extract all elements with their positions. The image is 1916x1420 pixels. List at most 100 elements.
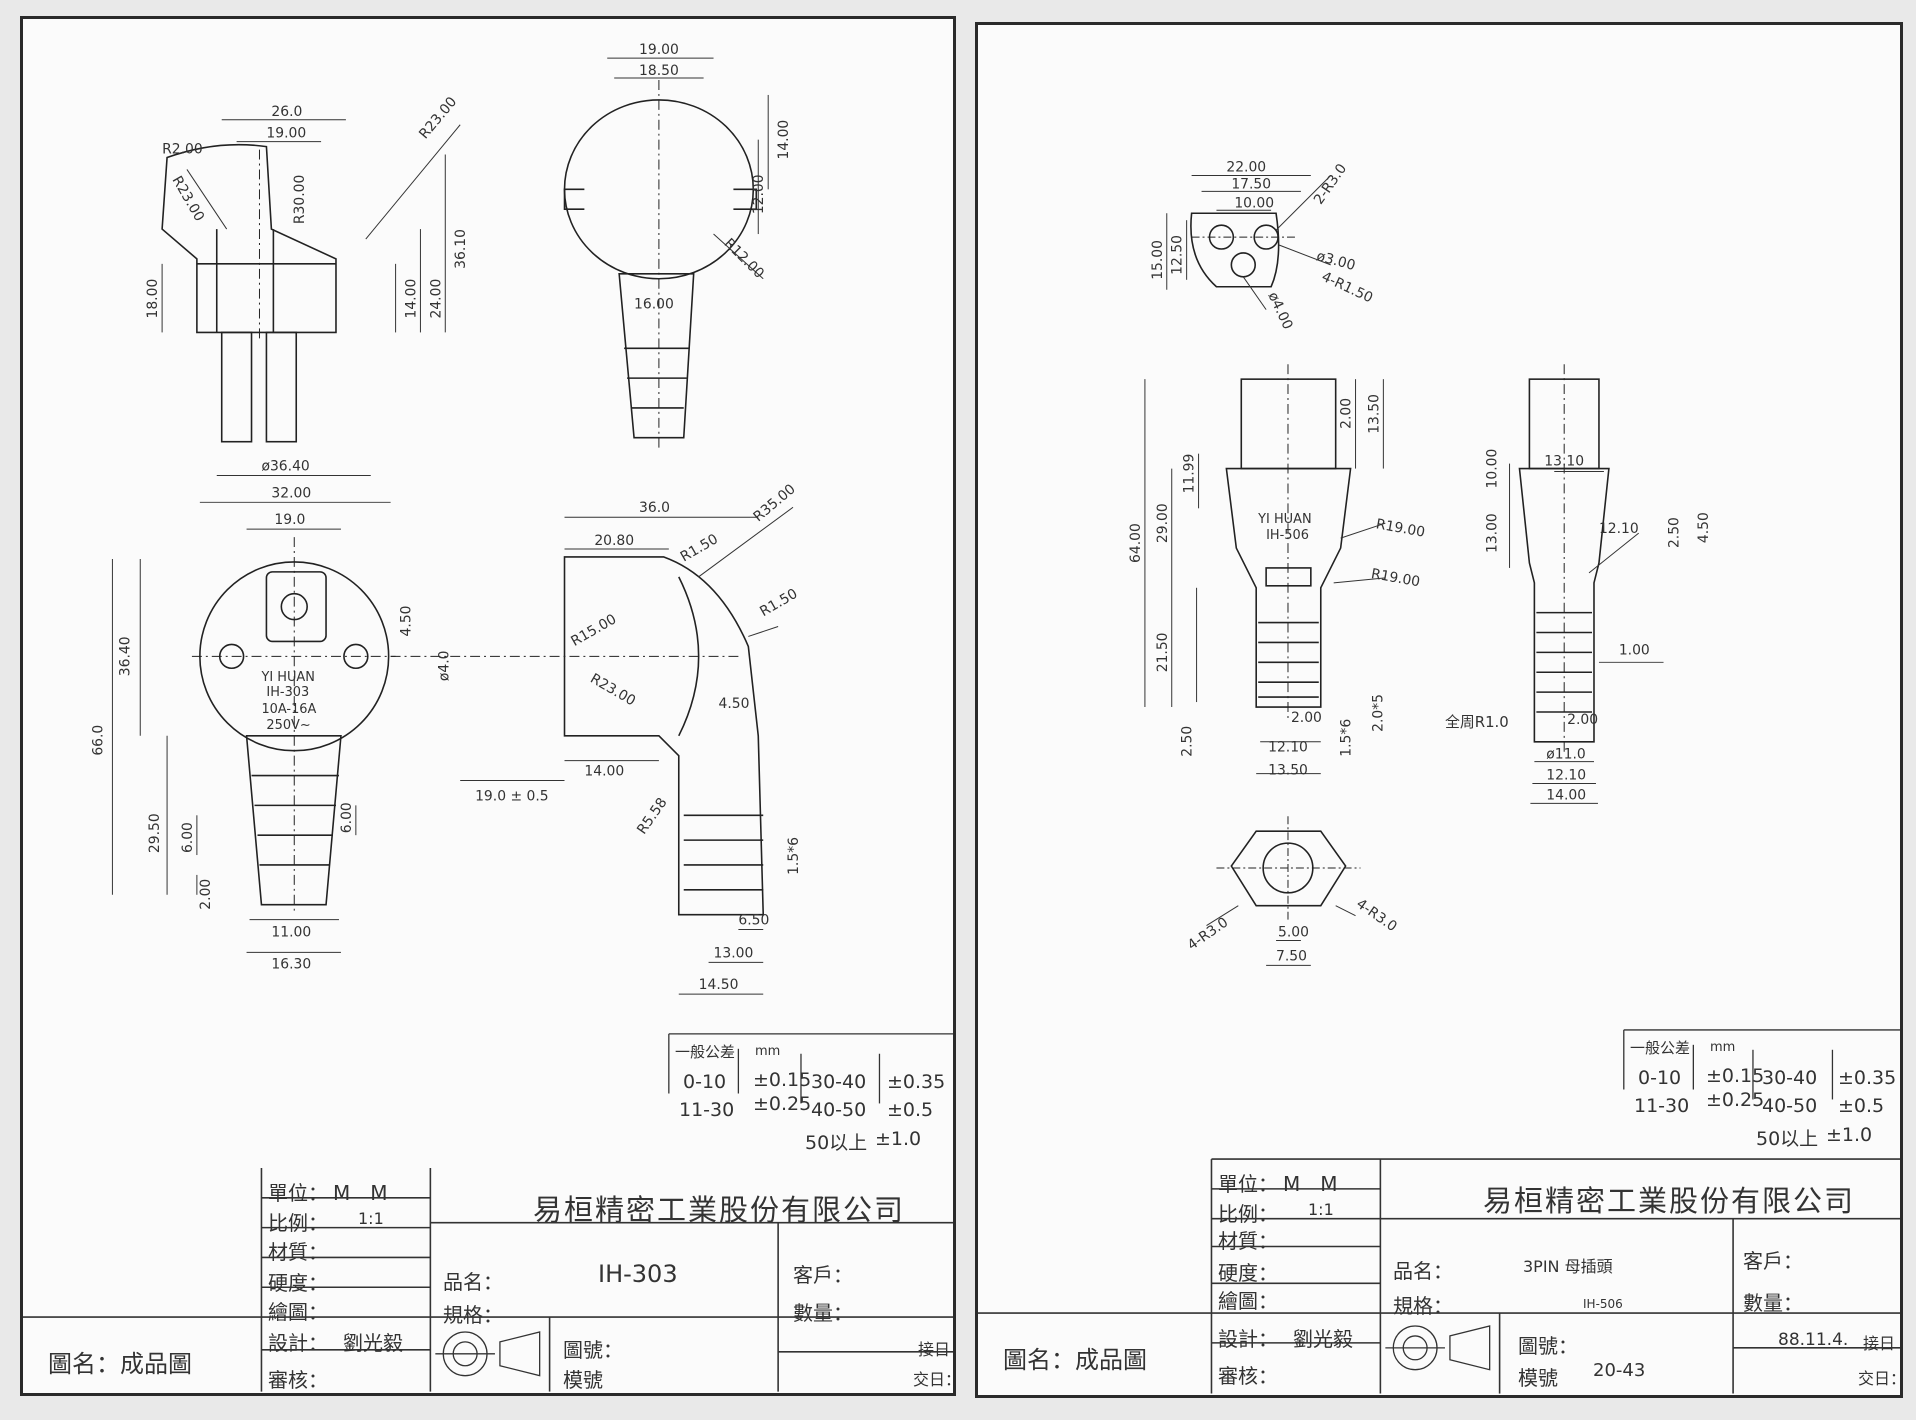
rproduct-name-label: 品名： <box>1393 1259 1453 1283</box>
rmarking-line-1: YI HUAN <box>1257 512 1311 527</box>
dim-end-4: 12.00 <box>751 174 767 214</box>
rtolerance-header: 一般公差 <box>1630 1039 1691 1057</box>
title-block-right: 單位： M M 比例： 1:1 材質： 硬度： 繪圖： 設計： 劉光毅 審核： … <box>978 1165 1906 1401</box>
dim-side-1: 36.0 <box>639 500 670 516</box>
rdim-bottom-1: 4-R3.0 <box>1185 914 1232 953</box>
rreceived-label: 接日 <box>1863 1334 1896 1353</box>
rquantity-label: 數量： <box>1743 1291 1803 1315</box>
dim-side-13: 1.5*6 <box>786 837 802 875</box>
dim-side-3: R1.50 <box>678 531 721 565</box>
drawing-number-label: 圖號： <box>563 1338 623 1362</box>
rtol-r2a: 11-30 <box>1634 1095 1690 1117</box>
dim-side-11: 14.00 <box>584 764 624 780</box>
rproduct-name-value: 3PIN 母插頭 <box>1523 1257 1613 1276</box>
rtol-r2c: 40-50 <box>1762 1095 1818 1117</box>
dim-side-8: ø4.0 <box>436 651 452 682</box>
tolerance-unit: mm <box>755 1044 781 1059</box>
dim-top-6: R23.00 <box>416 94 460 142</box>
review-label: 審核： <box>268 1368 328 1392</box>
runit-value: M M <box>1283 1172 1338 1196</box>
rmold-number-value: 20-43 <box>1593 1360 1646 1381</box>
rdim-front-14: 2.0*5 <box>1370 694 1386 732</box>
technical-drawing-ih-506: 22.00 17.50 10.00 2-R3.0 15.00 12.50 ø3.… <box>978 160 1900 1394</box>
dim-side-5: R1.50 <box>757 586 800 620</box>
rdate-value: 88.11.4. <box>1778 1330 1849 1350</box>
design-label: 設計： <box>268 1331 328 1355</box>
received-label: 接日 <box>918 1340 951 1359</box>
rdim-side-4: 12.10 <box>1599 521 1639 537</box>
rdim-face-6: 12.50 <box>1170 235 1186 275</box>
dim-front-12: 16.30 <box>271 956 311 972</box>
dim-front-3: 19.0 <box>274 512 305 528</box>
dim-side-4: R35.00 <box>751 481 799 525</box>
dim-front-9: 6.00 <box>339 802 355 833</box>
tol-r1a: 0-10 <box>683 1071 727 1093</box>
tol-r1b: ±0.15 <box>753 1069 812 1091</box>
spec-label: 規格： <box>443 1303 503 1327</box>
rdim-face-7: ø3.00 <box>1315 248 1357 274</box>
rdesign-label: 設計： <box>1218 1327 1278 1351</box>
rdim-side-1: 13.10 <box>1544 454 1584 470</box>
dim-side-6: R15.00 <box>568 611 619 650</box>
dim-side-12: R5.58 <box>634 795 670 837</box>
drawing-sheet-ih-506: 22.00 17.50 10.00 2-R3.0 15.00 12.50 ø3.… <box>975 22 1906 1401</box>
title-block: 單位： M M 比例： 1:1 材質： 硬度： 繪圖： 設計： 劉光毅 審核： … <box>23 1174 961 1399</box>
rdim-side-3: 13.00 <box>1485 513 1501 553</box>
rscale-value: 1:1 <box>1308 1200 1334 1219</box>
scale-value: 1:1 <box>358 1209 384 1228</box>
dim-top-4: R23.00 <box>169 173 208 224</box>
customer-label: 客戶： <box>793 1263 853 1287</box>
rtol-r3a: 50以上 <box>1756 1128 1819 1150</box>
dim-front-1: ø36.40 <box>261 459 309 475</box>
drawing-title: 圖名：成品圖 <box>48 1350 192 1378</box>
rdim-side-12: 14.00 <box>1546 787 1586 803</box>
projection-symbol <box>435 1331 541 1377</box>
dim-end-1: 19.00 <box>639 42 679 58</box>
rcompany-name: 易桓精密工業股份有限公司 <box>1483 1184 1856 1218</box>
designer-name: 劉光毅 <box>343 1331 403 1355</box>
rdim-side-10: ø11.0 <box>1546 747 1585 763</box>
scale-label: 比例： <box>268 1211 328 1235</box>
rdim-front-1: 64.00 <box>1128 523 1144 563</box>
dim-top-9: 24.00 <box>428 279 444 319</box>
rdim-front-9: R19.00 <box>1370 566 1421 590</box>
product-name-value: IH-303 <box>598 1260 678 1288</box>
rdrawn-label: 繪圖： <box>1218 1289 1278 1313</box>
rscale-label: 比例： <box>1218 1202 1278 1226</box>
rdim-face-3: 10.00 <box>1234 195 1274 211</box>
dim-side-10: 19.0 ± 0.5 <box>475 788 549 804</box>
rspec-value: IH-506 <box>1583 1297 1623 1311</box>
dim-top-7: 18.00 <box>145 279 161 319</box>
tol-r3b: ±1.0 <box>875 1128 922 1150</box>
tol-r1c: 30-40 <box>811 1071 867 1093</box>
dim-side-9: 4.50 <box>719 696 750 712</box>
dim-side-2: 20.80 <box>594 533 634 549</box>
tol-r1d: ±0.35 <box>887 1071 946 1093</box>
rdim-front-7: 13.50 <box>1366 394 1382 434</box>
rdrawing-title: 圖名：成品圖 <box>1003 1346 1147 1374</box>
rdim-face-9: ø4.00 <box>1264 290 1295 333</box>
rdim-face-4: 2-R3.0 <box>1311 161 1350 208</box>
drawn-label: 繪圖： <box>268 1300 328 1324</box>
rcustomer-label: 客戶： <box>1743 1249 1803 1273</box>
dim-front-2: 32.00 <box>271 485 311 501</box>
dim-front-5: 66.0 <box>90 725 106 756</box>
tol-r2c: 40-50 <box>811 1099 867 1121</box>
rdim-face-8: 4-R1.50 <box>1319 269 1375 307</box>
hardness-label: 硬度： <box>268 1271 328 1295</box>
dim-front-10: 2.00 <box>198 879 214 910</box>
dim-end-3: 14.00 <box>776 120 792 160</box>
rdim-front-6: 2.00 <box>1339 398 1355 429</box>
rdim-front-3: 11.99 <box>1182 454 1198 494</box>
rmaterial-label: 材質： <box>1218 1229 1278 1253</box>
tol-r2d: ±0.5 <box>887 1099 934 1121</box>
rtol-r2b: ±0.25 <box>1706 1089 1765 1111</box>
dim-side-14: 6.50 <box>738 913 769 929</box>
rdim-front-10: 2.00 <box>1291 710 1322 726</box>
product-name-label: 品名： <box>443 1270 503 1294</box>
rdim-side-7: 1.00 <box>1619 642 1650 658</box>
dim-side-15: 13.00 <box>714 945 754 961</box>
dim-top-2: 19.00 <box>266 126 306 142</box>
rhardness-label: 硬度： <box>1218 1261 1278 1285</box>
dim-front-6: 4.50 <box>398 605 414 636</box>
